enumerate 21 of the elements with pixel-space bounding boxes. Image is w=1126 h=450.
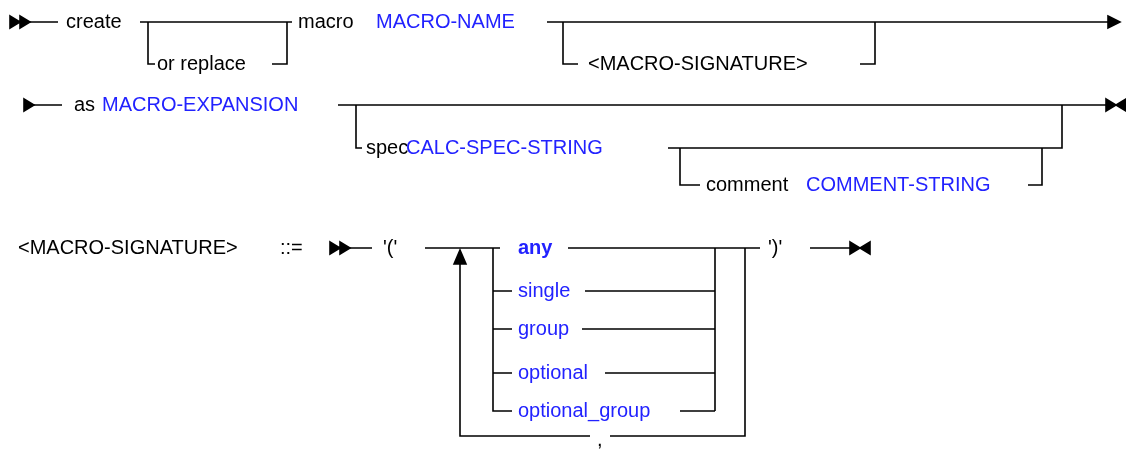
keyword-text: '(' [383,235,398,259]
keyword-text: macro [298,9,354,33]
keyword-text: as [74,92,96,116]
placeholder-text: group [518,316,570,340]
keyword-text: ::= [280,235,303,259]
separator-text: , [597,427,603,450]
placeholder-text: optional_group [518,398,651,422]
placeholder-text: COMMENT-STRING [806,172,991,196]
placeholder-text: optional [518,360,589,384]
keyword-text: spec [366,135,409,159]
placeholder-text: MACRO-NAME [376,9,515,33]
placeholder-text: CALC-SPEC-STRING [406,135,603,159]
keyword-text: or replace [157,51,246,75]
keyword-text: <MACRO-SIGNATURE> [18,235,238,259]
keyword-text: ')' [768,235,783,259]
keyword-text: create [66,9,122,33]
placeholder-text: single [518,278,571,302]
keyword-text: <MACRO-SIGNATURE> [588,51,808,75]
placeholder-text: any [518,235,553,259]
keyword-text: comment [706,172,789,196]
placeholder-text: MACRO-EXPANSION [102,92,299,116]
